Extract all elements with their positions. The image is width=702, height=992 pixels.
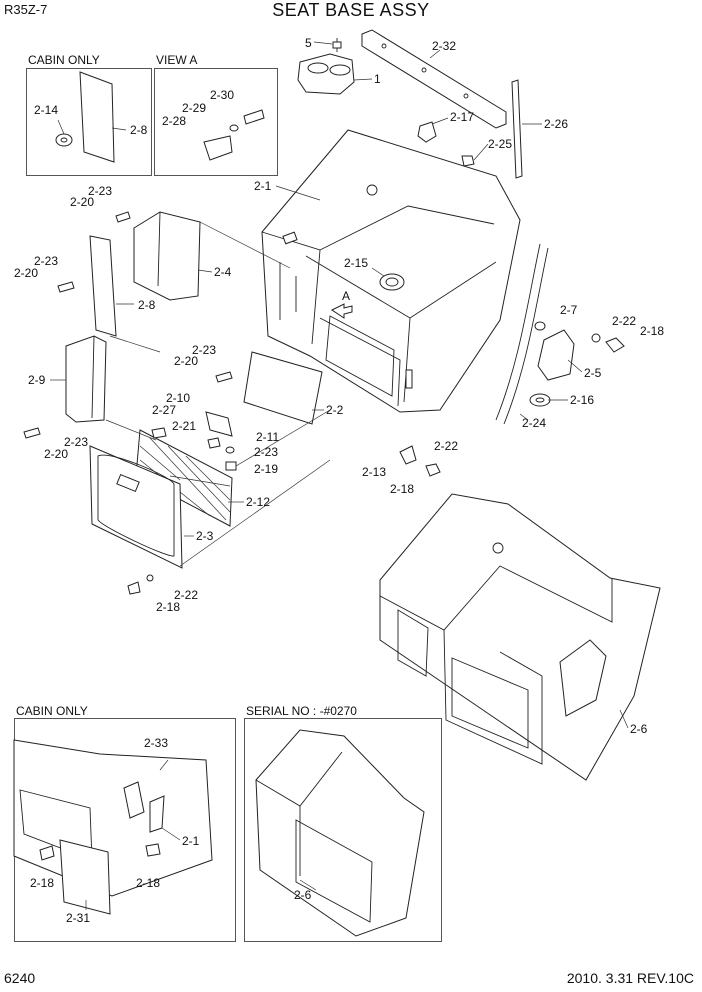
- plate-2-2: [243, 351, 323, 425]
- part-label: 2-23: [88, 184, 113, 198]
- door-2-3: [89, 445, 183, 569]
- part-label: 2-22: [612, 314, 637, 328]
- part-label: 2-22: [174, 588, 199, 602]
- part-label: 2-1: [182, 834, 200, 848]
- part-label: 1: [374, 72, 381, 86]
- part-label: 2-30: [210, 88, 235, 102]
- inset-caption-cabin-only-top: CABIN ONLY: [28, 53, 100, 67]
- part-label: 2-8: [138, 298, 156, 312]
- part-label: 2-8: [130, 123, 148, 137]
- part-label: 2-18: [156, 600, 181, 614]
- part-label: 2-28: [162, 114, 187, 128]
- part-label: 2-23: [254, 445, 279, 459]
- part-label: 2-18: [136, 876, 161, 890]
- bracket-2-32: [361, 29, 507, 129]
- part-label: 2-29: [182, 101, 207, 115]
- part-label: 2-9: [28, 373, 46, 387]
- part-label: 2-21: [172, 419, 197, 433]
- cabin-only-top-inset: [26, 68, 152, 176]
- part-label: 2-3: [196, 529, 214, 543]
- part-label: 2-16: [570, 393, 595, 407]
- part-label: 2-22: [434, 439, 459, 453]
- seat-base-2-1: [261, 129, 521, 413]
- part-label: 2-27: [152, 403, 177, 417]
- part-label: 2-20: [14, 266, 39, 280]
- part-label: 5: [305, 36, 312, 50]
- part-label: 2-7: [560, 303, 578, 317]
- plate-2-9: [65, 335, 107, 423]
- seal-2-24: [495, 243, 549, 425]
- screw-5: [332, 38, 342, 52]
- part-label: 2-19: [254, 462, 279, 476]
- part-label: 2-18: [390, 482, 415, 496]
- cover-2-6: [379, 493, 661, 781]
- part-label: 2-1: [254, 179, 272, 193]
- part-label: 2-14: [34, 103, 59, 117]
- view-a-inset: [154, 68, 278, 176]
- part-label: 2-6: [630, 722, 648, 736]
- bracket-2-5: [537, 329, 575, 381]
- part-label: 2-23: [192, 343, 217, 357]
- part-label: 2-23: [64, 435, 89, 449]
- view-a-marker: A: [342, 289, 351, 303]
- cup-holder-1: [297, 53, 355, 95]
- model-code: R35Z-7: [4, 2, 48, 17]
- bracket-2-4: [133, 211, 201, 301]
- part-label: 2-10: [166, 391, 191, 405]
- leader-lines: [50, 41, 629, 910]
- part-label: 2-31: [66, 911, 91, 925]
- part-label: 2-26: [544, 117, 569, 131]
- part-label: 2-11: [256, 430, 280, 444]
- part-label: 2-32: [432, 39, 457, 53]
- revision-date: 2010. 3.31 REV.10C: [566, 970, 694, 986]
- part-label: 2-33: [144, 736, 169, 750]
- part-label: 2-24: [522, 416, 547, 430]
- inset-caption-serial-no: SERIAL NO : -#0270: [246, 704, 357, 718]
- part-label: 2-18: [640, 324, 665, 338]
- part-label: 2-12: [246, 495, 271, 509]
- inset-caption-view-a: VIEW A: [156, 53, 198, 67]
- part-label: 2-18: [30, 876, 55, 890]
- page-number: 6240: [4, 970, 36, 986]
- part-label: 2-2: [326, 403, 344, 417]
- inset-caption-cabin-only-bottom: CABIN ONLY: [16, 704, 88, 718]
- part-label: 2-15: [344, 256, 369, 270]
- part-label: 2-17: [450, 110, 475, 124]
- part-label: 2-4: [214, 265, 232, 279]
- part-label: 2-25: [488, 137, 513, 151]
- part-label: 2-20: [174, 354, 199, 368]
- strip-2-26: [511, 79, 523, 179]
- page-title: SEAT BASE ASSY: [272, 0, 430, 20]
- serial-no-inset: [244, 718, 442, 942]
- part-label: 2-20: [44, 447, 69, 461]
- part-label: 2-5: [584, 366, 602, 380]
- view-a-arrow: [331, 303, 353, 319]
- part-label: 2-6: [294, 888, 312, 902]
- part-label: 2-13: [362, 465, 387, 479]
- part-label: 2-23: [34, 254, 59, 268]
- part-label: 2-20: [70, 195, 95, 209]
- plate-2-8: [89, 235, 117, 337]
